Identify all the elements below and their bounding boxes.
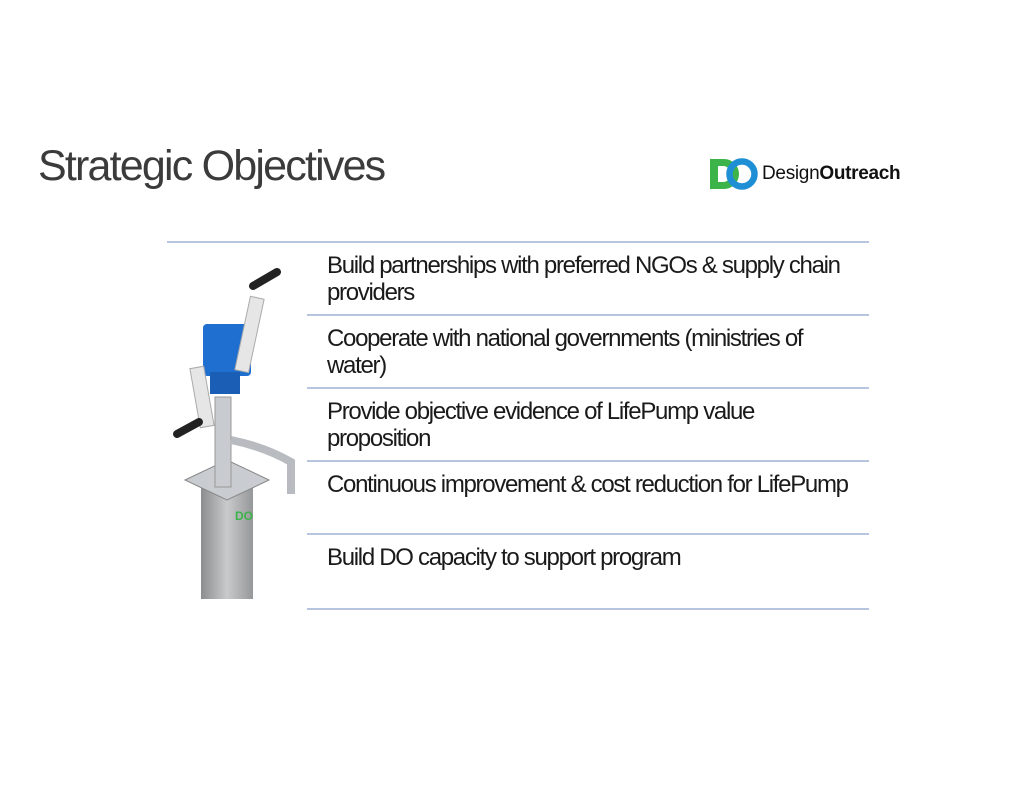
objective-item: Provide objective evidence of LifePump v… [307, 389, 869, 462]
design-outreach-logo: DesignOutreach [708, 153, 943, 195]
top-divider [167, 241, 869, 243]
pump-do-badge: DO [235, 509, 253, 523]
objective-item: Cooperate with national governments (min… [307, 316, 869, 389]
objectives-list: Build partnerships with preferred NGOs &… [307, 243, 869, 610]
objective-item: Build partnerships with preferred NGOs &… [307, 243, 869, 316]
logo-wordmark: DesignOutreach [762, 163, 901, 185]
slide-title: Strategic Objectives [38, 142, 386, 190]
logo-text-outreach: Outreach [819, 163, 901, 184]
logo-text-design: Design [762, 163, 820, 184]
objective-item: Build DO capacity to support program [307, 535, 869, 610]
do-logo-mark-icon [710, 158, 758, 190]
lifepump-illustration: DO [173, 268, 295, 599]
objective-item: Continuous improvement & cost reduction … [307, 462, 869, 535]
